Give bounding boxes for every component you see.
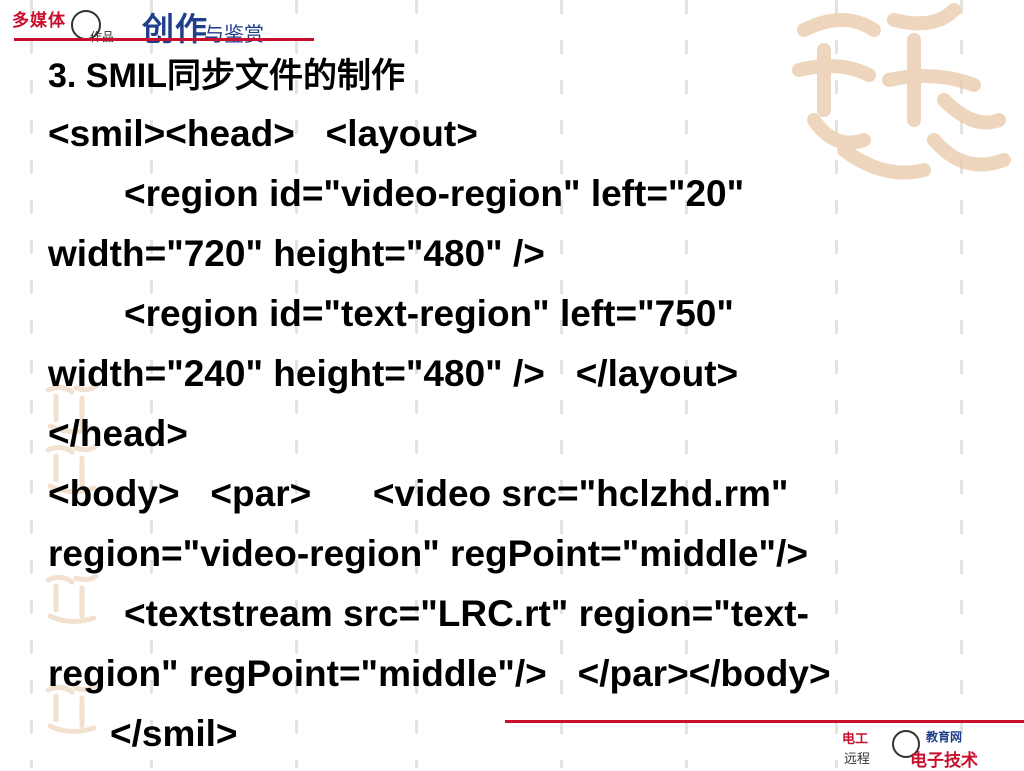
footer-logo-left-bottom: 远程: [844, 751, 871, 766]
education-network-logo-icon: 电工 远程 教育网 电子技术: [840, 726, 1024, 770]
code-line: width="720" height="480" />: [48, 233, 545, 274]
footer-logo-left-top: 电工: [842, 731, 869, 746]
code-line: </smil>: [110, 713, 238, 754]
logo-brand: 多媒体: [12, 11, 66, 30]
footer-rule: [505, 720, 1024, 723]
footer-logo-right-bottom: 电子技术: [910, 751, 978, 770]
jixiang-watermark-icon: [42, 380, 102, 438]
code-line: <region id="text-region" left="750": [124, 293, 734, 334]
code-line: <smil><head> <layout>: [48, 113, 478, 154]
jixiang-watermark-icon: [42, 680, 102, 738]
header-rule: [14, 38, 314, 41]
code-line: region" regPoint="middle"/> </par></body…: [48, 653, 831, 694]
code-line: </head>: [48, 413, 188, 454]
code-line: <body> <par> <video src="hclzhd.rm": [48, 473, 789, 514]
code-line: <textstream src="LRC.rt" region="text-: [124, 593, 809, 634]
code-line: region="video-region" regPoint="middle"/…: [48, 533, 808, 574]
logo-sub: 作品: [90, 30, 115, 44]
code-line: <region id="video-region" left="20": [124, 173, 745, 214]
multimedia-logo-icon: 多媒体 作品 创作 与鉴赏: [8, 4, 298, 48]
code-line: width="240" height="480" /> </layout>: [48, 353, 739, 394]
logo-tail: 与鉴赏: [204, 24, 264, 46]
slide-title: 3. SMIL同步文件的制作: [48, 57, 406, 95]
jixiang-watermark-icon: [42, 440, 102, 498]
jixiang-watermark-icon: [42, 570, 102, 628]
footer-logo-right-top: 教育网: [926, 730, 963, 744]
jixiang-watermark-icon: [784, 0, 1014, 190]
footer-logo-circle: [892, 730, 920, 758]
logo-main: 创作: [142, 11, 209, 47]
